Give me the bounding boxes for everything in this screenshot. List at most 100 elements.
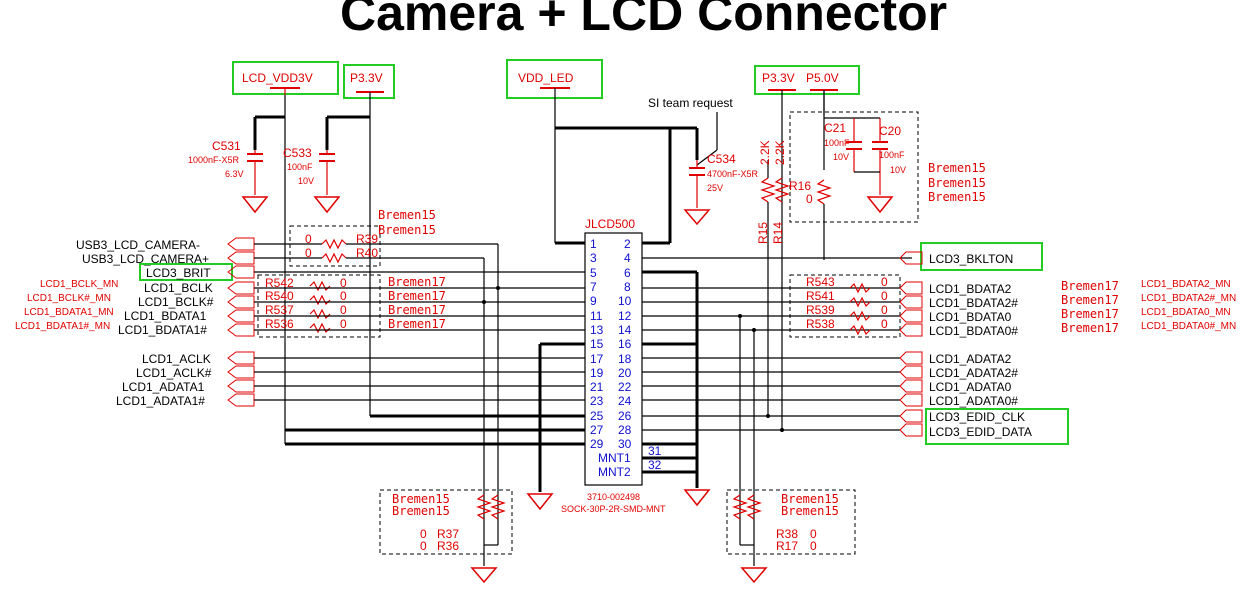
svg-text:0: 0 xyxy=(881,289,888,303)
diagram-title: Camera + LCD Connector xyxy=(340,0,947,41)
svg-text:R39: R39 xyxy=(356,232,378,246)
resistor-r540: R540 xyxy=(265,289,294,303)
svg-text:3: 3 xyxy=(590,251,597,265)
bremen-label: Bremen15 xyxy=(928,161,986,175)
net-lcd1-adata1-n: LCD1_ADATA1# xyxy=(116,394,205,408)
resistor-r536: R536 xyxy=(265,317,294,331)
svg-text:0: 0 xyxy=(881,317,888,331)
svg-text:20: 20 xyxy=(618,366,632,380)
net-lcd1-bclk: LCD1_BCLK xyxy=(144,281,213,295)
mn-bclk-n: LCD1_BCLK#_MN xyxy=(27,293,111,304)
highlight-bklton xyxy=(920,242,1043,271)
net-lcd1-adata0-n: LCD1_ADATA0# xyxy=(929,394,1018,408)
resistor-r539: R539 xyxy=(806,303,835,317)
svg-text:5: 5 xyxy=(590,266,597,280)
svg-text:LCD_VDD3V: LCD_VDD3V xyxy=(242,71,313,85)
capacitor-c531: C531 1000nF-X5R 6.3V xyxy=(188,139,269,214)
svg-text:0: 0 xyxy=(340,289,347,303)
svg-text:R36: R36 xyxy=(437,539,459,553)
svg-text:C21: C21 xyxy=(824,121,846,135)
svg-text:28: 28 xyxy=(618,423,632,437)
resistors-r38-r17: Bremen15 Bremen15 R38 R17 0 0 xyxy=(726,489,856,584)
svg-text:P5.0V: P5.0V xyxy=(806,71,839,85)
mn-bclk: LCD1_BCLK_MN xyxy=(40,279,118,290)
svg-text:19: 19 xyxy=(590,366,604,380)
svg-text:29: 29 xyxy=(590,437,604,451)
highlight-lcd3-brit xyxy=(139,263,233,281)
resistor-array-left xyxy=(257,274,381,338)
svg-text:2: 2 xyxy=(624,237,631,251)
svg-text:MNT1: MNT1 xyxy=(598,451,631,465)
svg-text:Bremen15: Bremen15 xyxy=(378,223,436,237)
svg-text:12: 12 xyxy=(618,309,632,323)
svg-text:R15: R15 xyxy=(756,222,770,244)
svg-text:10: 10 xyxy=(618,294,632,308)
svg-text:2.2K: 2.2K xyxy=(773,140,787,165)
resistors-r37-r36: Bremen15 Bremen15 0 0 R37 R36 xyxy=(379,489,513,584)
net-lcd1-aclk: LCD1_ACLK xyxy=(142,352,211,366)
net-lcd1-bdata0: LCD1_BDATA0 xyxy=(929,310,1012,324)
resistor-r543: R543 xyxy=(806,275,835,289)
svg-text:C533: C533 xyxy=(283,146,312,160)
svg-text:17: 17 xyxy=(590,352,604,366)
svg-text:0: 0 xyxy=(810,539,817,553)
power-label-lcd-vdd3v: LCD_VDD3V xyxy=(232,61,339,95)
svg-text:0: 0 xyxy=(305,246,312,260)
svg-text:16: 16 xyxy=(618,337,632,351)
svg-text:6.3V: 6.3V xyxy=(225,169,244,179)
svg-text:P3.3V: P3.3V xyxy=(350,71,383,85)
svg-text:Bremen17: Bremen17 xyxy=(1061,307,1119,321)
svg-text:4: 4 xyxy=(624,251,631,265)
mn-bdata2: LCD1_BDATA2_MN xyxy=(1141,279,1231,290)
svg-text:27: 27 xyxy=(590,423,604,437)
svg-text:Bremen17: Bremen17 xyxy=(1061,293,1119,307)
svg-text:Bremen15: Bremen15 xyxy=(781,492,839,506)
svg-text:C534: C534 xyxy=(707,152,736,166)
svg-text:0: 0 xyxy=(340,303,347,317)
svg-text:3710-002498: 3710-002498 xyxy=(587,492,640,502)
connector-jlcd500: JLCD500 3710-002498 SOCK-30P-2R-SMD-MNT … xyxy=(561,217,666,514)
svg-text:4700nF-X5R: 4700nF-X5R xyxy=(707,169,759,179)
svg-text:100nF: 100nF xyxy=(287,162,313,172)
net-usb-minus: USB3_LCD_CAMERA- xyxy=(76,238,200,252)
net-lcd3-edid-clk: LCD3_EDID_CLK xyxy=(929,410,1025,424)
svg-text:0: 0 xyxy=(881,303,888,317)
resistor-r537: R537 xyxy=(265,303,294,317)
highlight-edid xyxy=(925,408,1069,445)
resistor-r542: R542 xyxy=(265,276,294,290)
svg-text:14: 14 xyxy=(618,323,632,337)
svg-text:21: 21 xyxy=(590,380,604,394)
svg-text:1: 1 xyxy=(590,237,597,251)
svg-text:MNT2: MNT2 xyxy=(598,465,631,479)
svg-text:25: 25 xyxy=(590,409,604,423)
svg-text:C531: C531 xyxy=(212,139,241,153)
net-lcd1-bdata1-n: LCD1_BDATA1# xyxy=(118,323,207,337)
svg-text:7: 7 xyxy=(590,280,597,294)
svg-text:SOCK-30P-2R-SMD-MNT: SOCK-30P-2R-SMD-MNT xyxy=(561,504,666,514)
power-label-p33-left: P3.3V xyxy=(343,64,395,99)
net-lcd3-brit: LCD3_BRIT xyxy=(146,266,211,280)
svg-text:R17: R17 xyxy=(776,539,798,553)
si-team-note: SI team request xyxy=(648,96,733,110)
mn-bdata1-n: LCD1_BDATA1#_MN xyxy=(15,321,110,332)
svg-text:1000nF-X5R: 1000nF-X5R xyxy=(188,155,240,165)
svg-text:R38: R38 xyxy=(776,527,798,541)
net-lcd1-adata2-n: LCD1_ADATA2# xyxy=(929,366,1018,380)
svg-text:2.2K: 2.2K xyxy=(758,140,772,165)
svg-text:0: 0 xyxy=(340,276,347,290)
resistor-array-right xyxy=(789,274,901,338)
capacitor-c533: C533 100nF 10V xyxy=(283,146,341,214)
mn-bdata0: LCD1_BDATA0_MN xyxy=(1141,307,1231,318)
svg-text:0: 0 xyxy=(420,527,427,541)
svg-text:0: 0 xyxy=(420,539,427,553)
svg-text:6: 6 xyxy=(624,266,631,280)
svg-text:Bremen17: Bremen17 xyxy=(1061,321,1119,335)
svg-text:C20: C20 xyxy=(879,124,901,138)
svg-text:R16: R16 xyxy=(789,179,811,193)
svg-text:0: 0 xyxy=(340,317,347,331)
svg-text:10V: 10V xyxy=(890,165,906,175)
svg-text:23: 23 xyxy=(590,394,604,408)
net-lcd1-adata2: LCD1_ADATA2 xyxy=(929,352,1012,366)
svg-text:R40: R40 xyxy=(356,246,378,260)
